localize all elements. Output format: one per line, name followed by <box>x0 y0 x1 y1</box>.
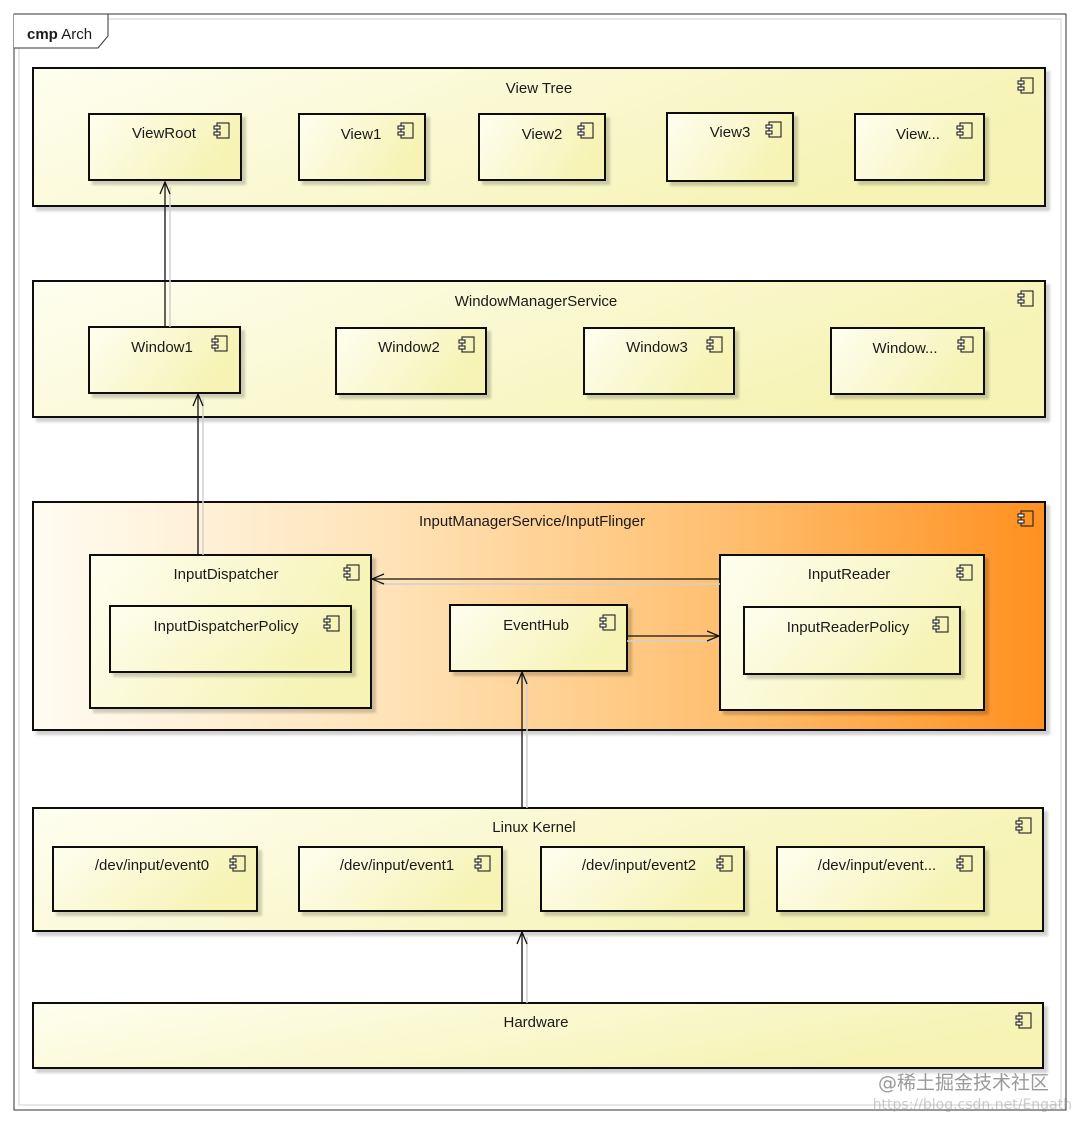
view-tree-label: View Tree <box>506 80 572 97</box>
input-reader-policy-label: InputReaderPolicy <box>787 619 910 636</box>
frame-name: Arch <box>61 26 92 43</box>
window1-component: Window1 <box>88 326 241 394</box>
diagram-frame: cmp Arch <box>13 13 1067 1111</box>
event-more-component: /dev/input/event... <box>776 846 985 912</box>
window-more-component: Window... <box>830 327 985 395</box>
view1-label: View1 <box>341 126 382 143</box>
connectors <box>165 182 720 1003</box>
view1-component: View1 <box>298 113 426 181</box>
view3-component: View3 <box>666 112 794 182</box>
input-reader-component: InputReader InputReaderPolicy <box>719 554 985 711</box>
hardware-label: Hardware <box>503 1014 568 1031</box>
window1-label: Window1 <box>131 339 193 356</box>
frame-keyword: cmp <box>27 26 58 43</box>
input-dispatcher-policy-label: InputDispatcherPolicy <box>153 618 299 635</box>
view-more-label: View... <box>896 126 940 143</box>
event0-component: /dev/input/event0 <box>52 846 258 912</box>
input-dispatcher-component: InputDispatcher InputDispatcherPolicy <box>89 554 372 709</box>
input-reader-label: InputReader <box>808 566 891 583</box>
frame-label: cmp Arch <box>27 26 92 43</box>
window3-label: Window3 <box>626 339 688 356</box>
linux-kernel-label: Linux Kernel <box>492 819 575 836</box>
window3-component: Window3 <box>583 327 735 395</box>
hardware-component: Hardware <box>32 1002 1044 1069</box>
view-root-component: ViewRoot <box>88 113 242 181</box>
window-more-label: Window... <box>872 340 937 357</box>
input-reader-policy-component: InputReaderPolicy <box>743 606 961 675</box>
window2-component: Window2 <box>335 327 487 395</box>
view-tree-component: View Tree ViewRoot View1 View2 View3 Vie… <box>32 67 1046 207</box>
input-manager-service-label: InputManagerService/InputFlinger <box>419 513 645 530</box>
view-root-label: ViewRoot <box>132 125 197 142</box>
event-hub-label: EventHub <box>503 617 569 634</box>
event2-label: /dev/input/event2 <box>582 857 696 874</box>
input-manager-service-component: InputManagerService/InputFlinger InputDi… <box>32 501 1046 731</box>
watermark: @稀土掘金技术社区 https://blog.csdn.net/Engath <box>873 1072 1072 1113</box>
event-hub-component: EventHub <box>449 604 628 672</box>
view-more-component: View... <box>854 113 985 181</box>
linux-kernel-component: Linux Kernel /dev/input/event0 /dev/inpu… <box>32 807 1044 932</box>
watermark-line2: https://blog.csdn.net/Engath <box>873 1097 1072 1113</box>
window-manager-service-component: WindowManagerService Window1 Window2 Win… <box>32 280 1046 418</box>
view2-component: View2 <box>478 113 606 181</box>
window-manager-service-label: WindowManagerService <box>455 293 618 310</box>
window2-label: Window2 <box>378 339 440 356</box>
event2-component: /dev/input/event2 <box>540 846 745 912</box>
view2-label: View2 <box>522 126 563 143</box>
input-dispatcher-label: InputDispatcher <box>173 566 278 583</box>
event-more-label: /dev/input/event... <box>818 857 936 874</box>
input-dispatcher-policy-component: InputDispatcherPolicy <box>109 605 352 673</box>
event1-component: /dev/input/event1 <box>298 846 503 912</box>
view3-label: View3 <box>710 124 751 141</box>
event1-label: /dev/input/event1 <box>340 857 454 874</box>
watermark-line1: @稀土掘金技术社区 <box>878 1072 1049 1094</box>
event0-label: /dev/input/event0 <box>95 857 209 874</box>
